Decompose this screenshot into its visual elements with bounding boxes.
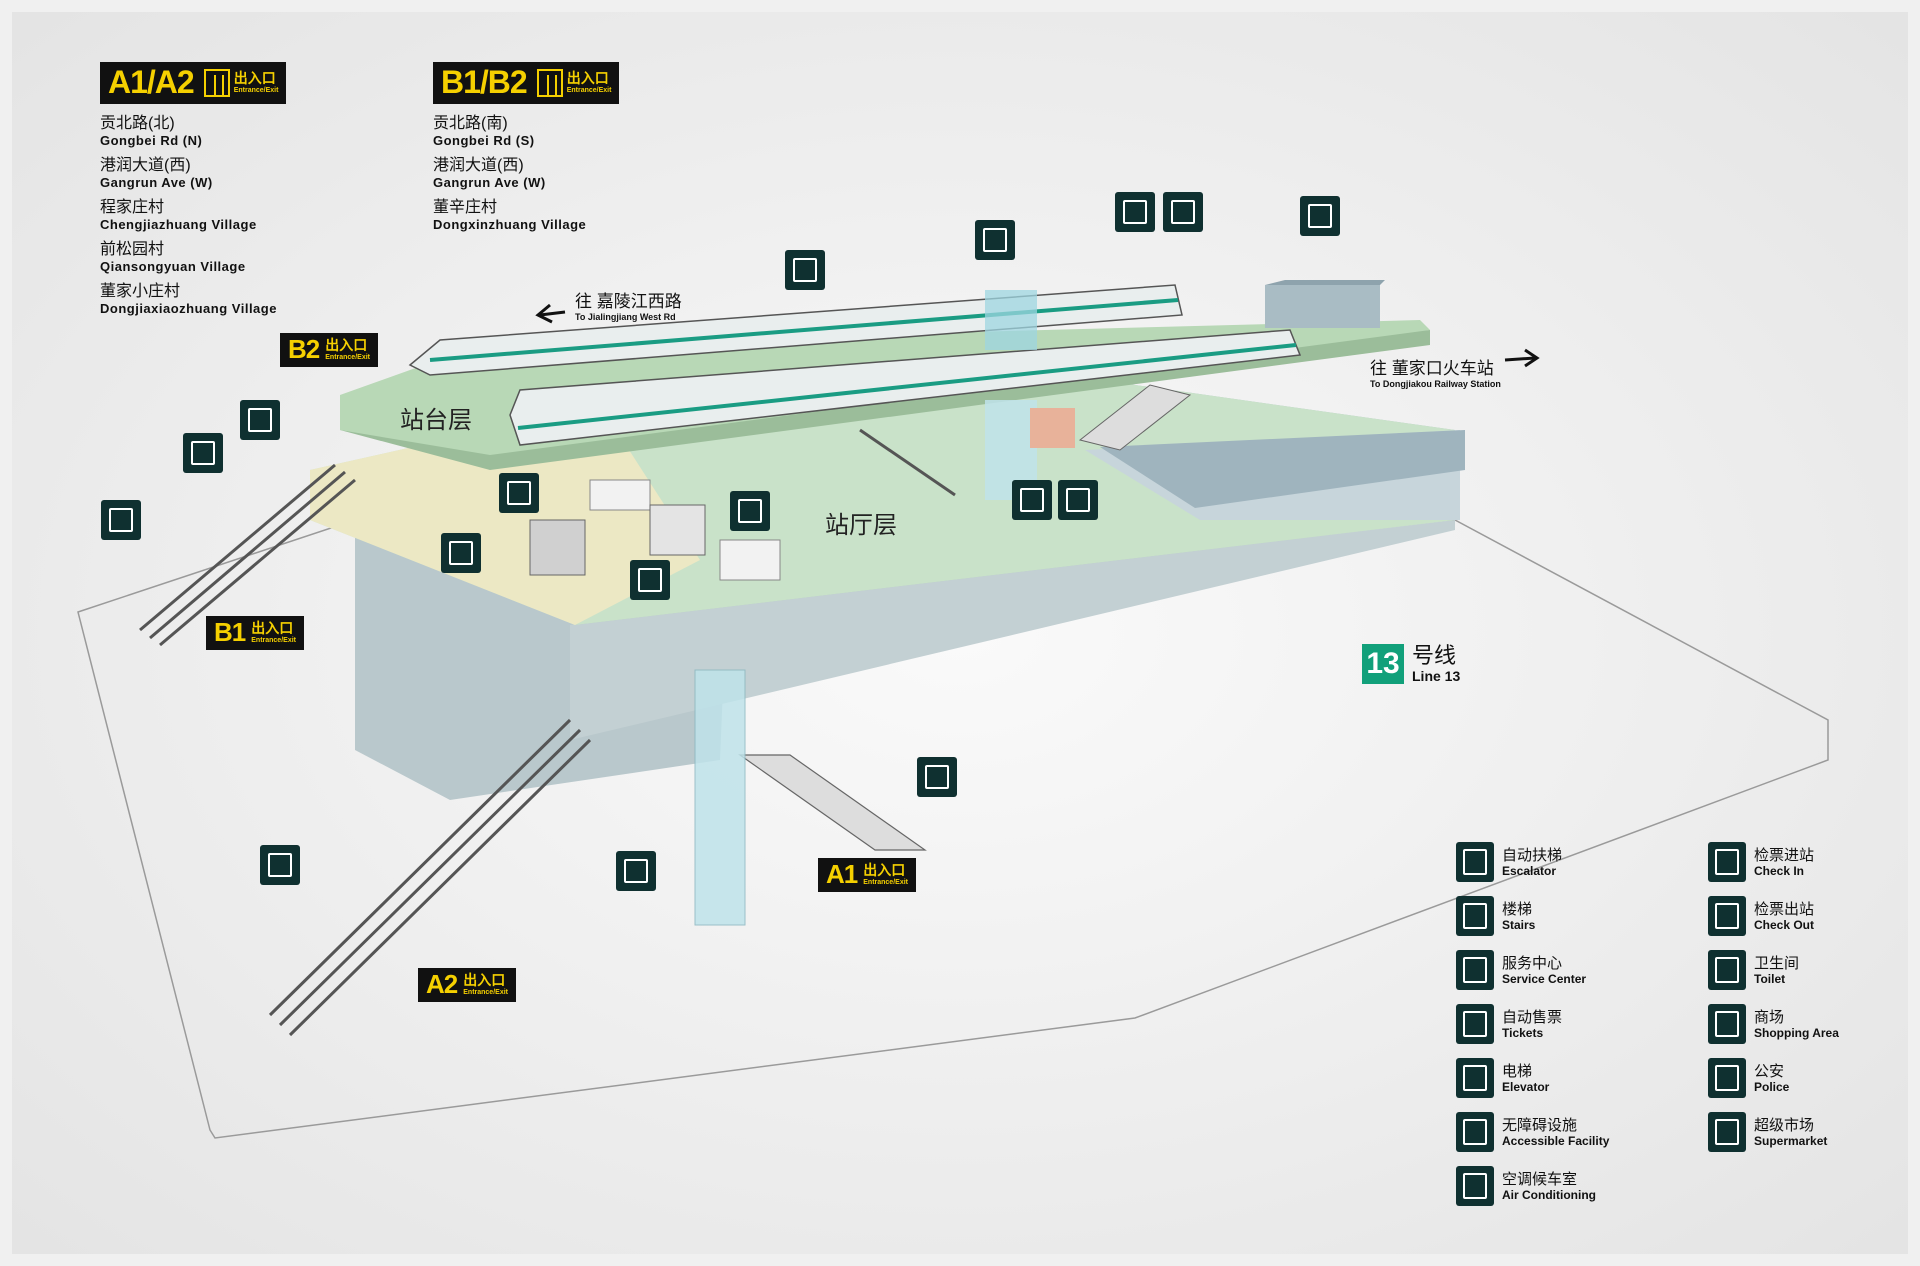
unpaid-area (310, 405, 700, 625)
ac-room (1265, 285, 1380, 328)
stairs-icon (1163, 192, 1203, 232)
elevator-icon (616, 851, 656, 891)
toilet-icon (1708, 950, 1746, 990)
line-number: 13 (1362, 644, 1404, 684)
elevator-shaft-platform (985, 290, 1037, 350)
escalator-icon (1456, 842, 1494, 882)
ticket-machine-icon (441, 533, 481, 573)
escalator-icon (785, 250, 825, 290)
accessible-icon (1456, 1112, 1494, 1152)
elevator-icon (1456, 1058, 1494, 1098)
entrance-exit-icon (536, 69, 563, 97)
direction-arrow-east (1504, 348, 1540, 368)
elevator-icon (183, 433, 223, 473)
stairs-icon (240, 400, 280, 440)
stairs-a1 (738, 754, 927, 851)
air-conditioning-icon (1456, 1166, 1494, 1206)
stairs-icon (1456, 896, 1494, 936)
check-out-icon (1708, 896, 1746, 936)
ticket-machines (529, 519, 586, 576)
air-conditioning-icon (1300, 196, 1340, 236)
police-icon (1708, 1058, 1746, 1098)
check-out-icon (499, 473, 539, 513)
toilet-room (1030, 408, 1075, 448)
elevator-column-a1 (694, 669, 746, 926)
direction-arrow-west (535, 303, 566, 324)
escalator-b1 (139, 463, 356, 647)
underground-box-front (570, 520, 1455, 740)
check-in-icon (630, 560, 670, 600)
service-center-icon (1456, 950, 1494, 990)
entrance-exit-icon (203, 69, 230, 97)
ticket-gates-lower (719, 539, 781, 581)
concourse-floor-label: 站厅层 (825, 512, 897, 539)
train-lower (509, 329, 1302, 446)
escalator-icon (1115, 192, 1155, 232)
ticket-gates-upper (589, 479, 651, 511)
ac-room-top (1265, 280, 1385, 285)
stairs-icon (917, 757, 957, 797)
ticket-machine-icon (1456, 1004, 1494, 1044)
accessible-icon (1058, 480, 1098, 520)
destination-list: 贡北路(南)Gongbei Rd (S) 港润大道(西)Gangrun Ave … (433, 115, 587, 232)
shopping-icon (1708, 1004, 1746, 1044)
destination-list: 贡北路(北)Gongbei Rd (N) 港润大道(西)Gangrun Ave … (100, 115, 277, 316)
check-in-icon (1708, 842, 1746, 882)
platform-floor-label: 站台层 (400, 407, 472, 434)
supermarket-icon (1708, 1112, 1746, 1152)
service-center-booth (649, 504, 706, 556)
escalator-a2 (268, 718, 592, 1037)
elevator-icon (975, 220, 1015, 260)
service-center-icon (730, 491, 770, 531)
right-block (1100, 430, 1465, 508)
escalator-icon (260, 845, 300, 885)
toilet-icon (1012, 480, 1052, 520)
stairs-platform-right (1078, 384, 1192, 451)
escalator-platform-center (859, 428, 956, 497)
escalator-icon (101, 500, 141, 540)
